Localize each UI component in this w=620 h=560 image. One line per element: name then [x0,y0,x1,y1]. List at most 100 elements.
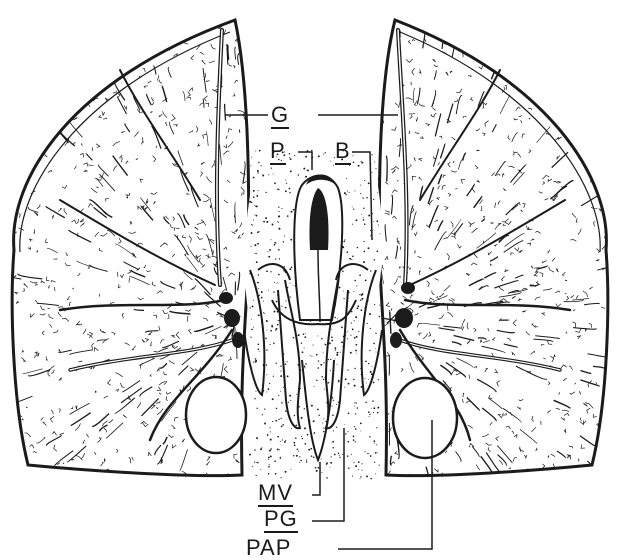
stipple-dot [369,350,370,351]
stipple-dot [280,391,281,392]
stipple-dot [368,363,369,364]
texture-stroke [513,475,515,477]
stipple-dot [377,412,379,414]
stipple-dot [351,259,352,260]
stipple-dot [354,402,355,403]
texture-stroke [381,32,382,51]
stipple-dot [369,313,371,315]
stipple-dot [297,449,299,451]
stipple-dot [254,462,255,463]
stipple-dot [357,407,359,409]
stipple-dot [373,382,375,384]
texture-stroke [546,104,548,108]
stipple-dot [328,359,329,360]
stipple-dot [375,168,376,169]
texture-stroke [99,67,105,72]
texture-stroke [514,24,518,27]
stipple-dot [336,427,337,428]
stipple-dot [360,161,361,162]
texture-stroke [156,146,157,148]
texture-stroke [411,82,412,85]
stipple-dot [257,462,258,463]
stipple-dot [339,457,340,458]
texture-stroke [106,30,108,33]
texture-stroke [607,453,611,457]
stipple-dot [269,249,271,251]
stipple-dot [353,439,355,441]
texture-stroke [47,114,50,117]
stipple-dot [315,467,317,469]
stipple-dot [262,175,264,177]
texture-stroke [389,355,390,375]
stipple-dot [371,366,372,367]
stipple-dot [363,208,364,209]
texture-stroke [412,477,415,481]
stipple-dot [273,376,274,377]
stipple-dot [293,337,295,339]
texture-stroke [19,82,26,89]
stipple-dot [366,382,367,383]
texture-stroke [573,82,577,84]
stipple-dot [330,370,331,371]
stipple-dot [276,363,277,364]
stipple-dot [379,465,380,466]
stipple-dot [281,208,282,209]
texture-stroke [32,107,36,112]
stipple-dot [288,402,289,403]
texture-stroke [500,28,503,29]
stipple-dot [272,398,274,400]
stipple-dot [314,432,316,434]
texture-stroke [581,41,588,44]
texture-stroke [494,42,496,44]
stipple-dot [318,360,319,361]
stipple-dot [278,419,279,420]
texture-stroke [31,124,34,125]
stipple-dot [285,471,287,473]
stipple-dot [284,235,285,236]
stipple-dot [363,197,364,198]
stipple-dot [326,462,328,464]
stipple-dot [329,342,331,344]
texture-stroke [248,54,249,70]
texture-stroke [601,135,604,139]
texture-stroke [555,59,556,63]
texture-stroke [466,17,469,21]
stipple-dot [340,352,341,353]
stipple-dot [287,375,289,377]
stipple-dot [293,442,295,444]
stipple-dot [259,150,261,152]
stipple-dot [330,462,332,464]
stipple-dot [333,165,334,166]
texture-stroke [572,122,575,124]
stipple-dot [280,375,282,377]
stipple-dot [375,333,376,334]
texture-stroke [30,66,35,73]
texture-stroke [191,480,192,486]
stipple-dot [277,189,279,191]
stipple-dot [323,153,324,154]
stipple-dot [371,408,372,409]
stipple-dot [259,351,260,352]
stipple-dot [332,447,333,448]
stipple-dot [271,239,272,240]
stipple-dot [356,353,357,354]
stipple-dot [347,338,348,339]
stipple-dot [323,418,324,419]
texture-stroke [546,78,558,95]
stipple-dot [299,456,300,457]
stipple-dot [374,259,375,260]
stipple-dot [342,454,343,455]
stipple-dot [263,221,265,223]
stipple-dot [334,347,336,349]
texture-stroke [587,32,602,53]
texture-stroke [492,35,494,37]
stipple-dot [373,440,375,442]
stipple-dot [277,221,278,222]
texture-stroke [84,45,89,46]
texture-stroke [60,25,64,27]
stipple-dot [357,247,358,248]
stipple-dot [338,381,340,383]
texture-stroke [611,163,617,168]
texture-stroke [589,18,595,21]
stipple-dot [341,341,343,343]
